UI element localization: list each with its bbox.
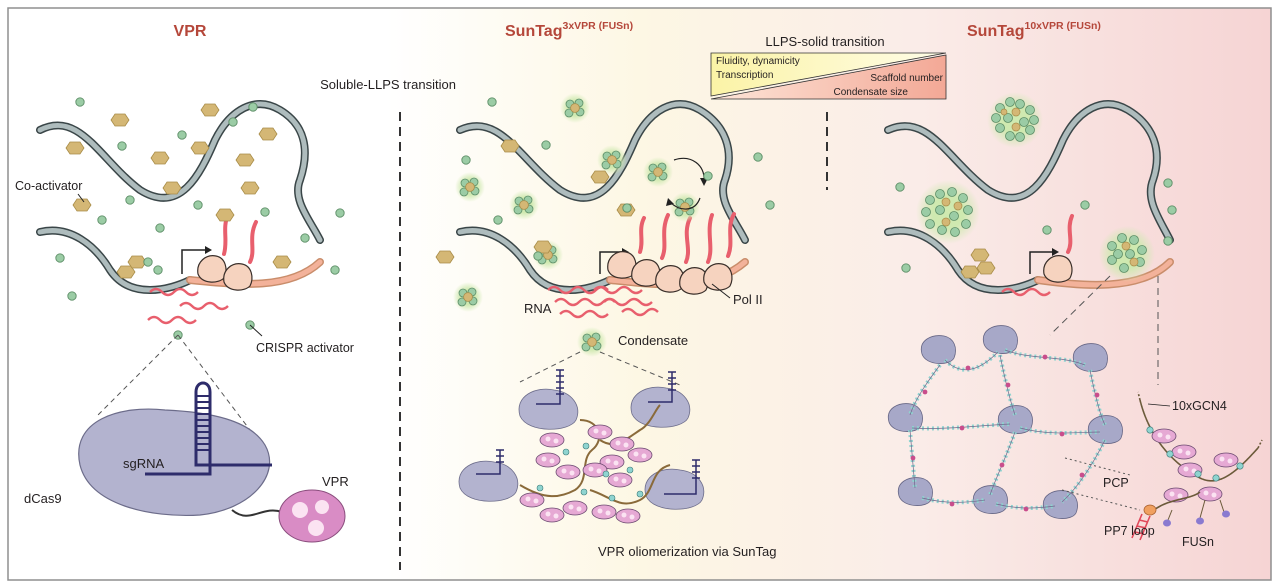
promoter-arrow <box>1029 251 1052 274</box>
llps-solid-label: LLPS-solid transition <box>765 34 884 49</box>
promoter-arrow <box>599 251 622 274</box>
pol2-2 <box>223 263 253 291</box>
nascent-rna <box>1066 214 1074 254</box>
condensate-label: Condensate <box>618 333 688 348</box>
panel-vpr: Co-activator CRISPR activator sgRNA dCas… <box>15 97 354 543</box>
suntag-network <box>887 325 1123 519</box>
fusn-label: FUSn <box>1182 535 1214 549</box>
panel-title-suntag-3x: SunTag3xVPR (FUSn) <box>505 20 633 40</box>
vpr-oligomerization-label: VPR oliomerization via SunTag <box>598 544 776 559</box>
gcn4-label: 10xGCN4 <box>1172 399 1227 413</box>
pp7-loop-label: PP7 loop <box>1104 524 1155 538</box>
pp7-loop <box>1131 513 1151 541</box>
dcas9-protein <box>78 408 271 517</box>
scaffold-wedge <box>710 54 947 100</box>
pol2 <box>1043 255 1073 283</box>
nascent-rna <box>638 212 736 264</box>
sgrna-strand <box>145 381 272 476</box>
vpr-domain <box>278 489 346 543</box>
fusn-domain <box>1196 517 1204 525</box>
crispr-activator-label: CRISPR activator <box>256 341 354 355</box>
pol2 <box>703 263 733 291</box>
pcp-label: PCP <box>1103 476 1129 490</box>
co-activator-label: Co-activator <box>15 179 82 193</box>
fluidity-wedge <box>710 52 947 97</box>
rna-transcripts <box>1001 287 1051 297</box>
transcription-label: Transcription <box>716 70 773 81</box>
nascent-rna <box>248 220 258 264</box>
panel-suntag-10x: 10xGCN4 PCP PP7 loop FUSn <box>884 92 1263 549</box>
pol2-label: Pol II <box>733 292 763 307</box>
panel-title-suntag-10x: SunTag10xVPR (FUSn) <box>967 20 1101 40</box>
sgrna-hairpin <box>196 395 210 451</box>
panel-title-vpr: VPR <box>174 23 207 40</box>
panel-suntag-3x: RNA Pol II Condensate <box>435 92 776 559</box>
fluidity-label: Fluidity, dynamicity <box>716 56 800 67</box>
scaffold-label: Scaffold number <box>870 73 943 84</box>
promoter-arrow <box>181 249 205 274</box>
condensate-size-label: Condensate size <box>834 87 909 98</box>
vpr-label: VPR <box>322 474 349 489</box>
pol2-1 <box>197 255 227 283</box>
rna-transcripts <box>547 285 659 319</box>
sgrna-label: sgRNA <box>123 456 165 471</box>
pcp-protein <box>1143 504 1157 516</box>
large-condensates <box>916 92 1155 282</box>
rna-label: RNA <box>524 301 552 316</box>
dcas9-label: dCas9 <box>24 491 62 506</box>
suntag-scaffold <box>458 369 705 524</box>
suntag-construct <box>1131 391 1263 541</box>
rna-transcripts <box>147 287 229 325</box>
soluble-llps-label: Soluble-LLPS transition <box>320 77 456 92</box>
